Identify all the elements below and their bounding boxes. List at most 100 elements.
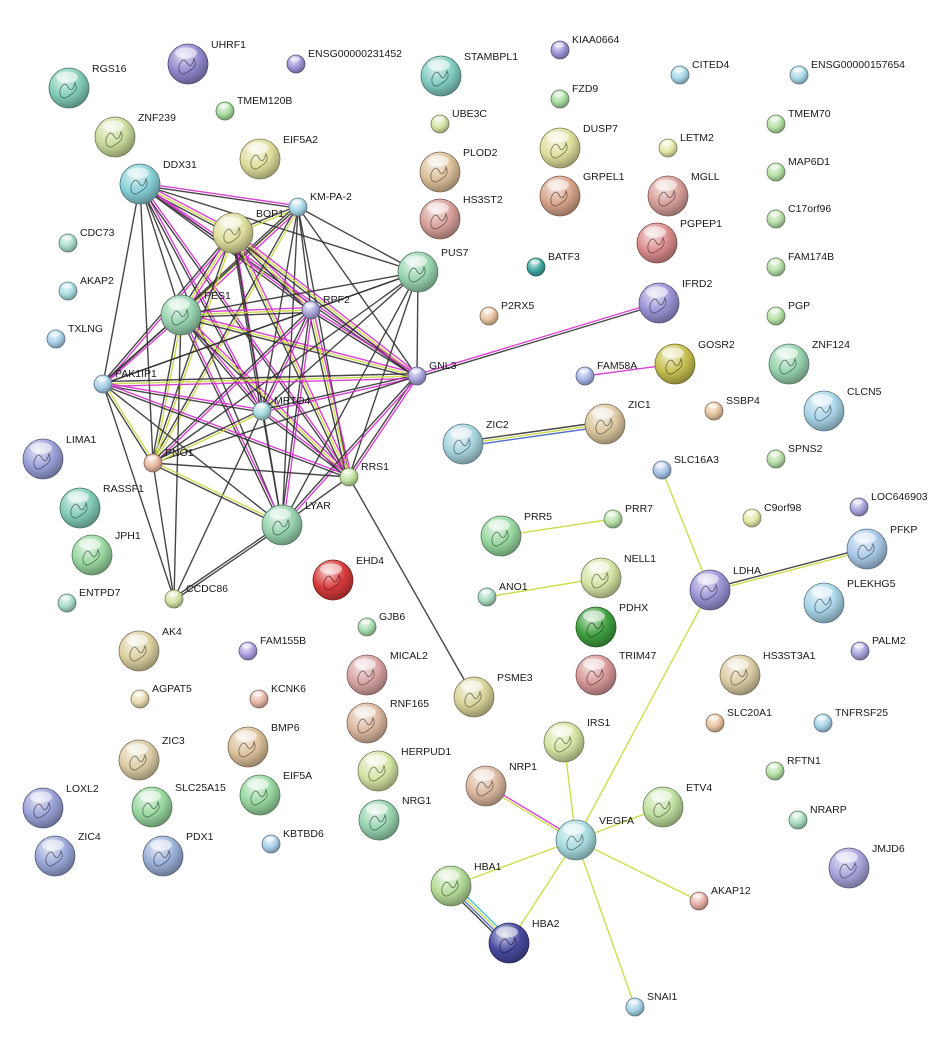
edge-PES1-GNL3[interactable] (180, 311, 418, 380)
node-pak1ip1[interactable]: PAK1IP1 (93, 368, 157, 394)
node-gjb6[interactable]: GJB6 (357, 611, 405, 637)
node-pdhx[interactable]: PDHX (575, 602, 648, 648)
node-map6d1[interactable]: MAP6D1 (766, 156, 830, 182)
node-slc20a1[interactable]: SLC20A1 (705, 707, 772, 733)
node-hba2[interactable]: HBA2 (488, 918, 560, 964)
node-bop1[interactable]: BOP1 (212, 208, 284, 254)
edge-HBA1-VEGFA[interactable] (450, 839, 577, 887)
node-gosr2[interactable]: GOSR2 (654, 339, 735, 385)
node-tnfrsf25[interactable]: TNFRSF25 (813, 707, 888, 733)
node-jmjd6[interactable]: JMJD6 (828, 843, 905, 889)
node-ddx31[interactable]: DDX31 (119, 159, 197, 205)
edge-PUS7-PNO1[interactable] (152, 271, 419, 464)
edge-PES1-CCDC86[interactable] (173, 314, 182, 600)
node-slc16a3[interactable]: SLC16A3 (652, 454, 719, 480)
node-loc646903[interactable]: LOC646903 (849, 491, 928, 517)
edge-GNL3-PNO1[interactable] (152, 375, 418, 464)
node-mical2[interactable]: MICAL2 (346, 650, 428, 696)
node-lyar[interactable]: LYAR (261, 500, 331, 546)
node-zic3[interactable]: ZIC3 (118, 735, 185, 781)
node-etv4[interactable]: ETV4 (642, 782, 712, 828)
node-tmem70[interactable]: TMEM70 (766, 108, 831, 134)
edge-KM-PA-2-PUS7[interactable] (297, 206, 419, 273)
edge-RPF2-RRS1[interactable] (307, 309, 353, 478)
node-trim47[interactable]: TRIM47 (575, 650, 657, 696)
edge-RPF2-MRTO4[interactable] (260, 309, 313, 412)
node-nell1[interactable]: NELL1 (580, 553, 656, 599)
node-gnl3[interactable]: GNL3 (407, 360, 457, 386)
node-zic2[interactable]: ZIC2 (442, 419, 509, 465)
edge-PAK1IP1-RRS1[interactable] (102, 382, 350, 479)
edge-PAK1IP1-LYAR[interactable] (102, 383, 283, 526)
node-kbtbd6[interactable]: KBTBD6 (261, 828, 324, 854)
edge-RRS1-PSME3[interactable] (348, 476, 475, 698)
node-ifrd2[interactable]: IFRD2 (638, 278, 712, 324)
node-uhrf1[interactable]: UHRF1 (167, 39, 246, 85)
node-eif5a[interactable]: EIF5A (239, 770, 312, 816)
node-rrs1[interactable]: RRS1 (339, 461, 389, 487)
edge-SNAI1-VEGFA[interactable] (575, 839, 636, 1008)
edge-RPF2-LYAR[interactable] (280, 309, 313, 526)
edge-BOP1-PNO1[interactable] (151, 232, 235, 464)
node-cited4[interactable]: CITED4 (670, 59, 730, 85)
node-kiaa0664[interactable]: KIAA0664 (550, 34, 619, 60)
node-zic1[interactable]: ZIC1 (584, 399, 651, 445)
node-ldha[interactable]: LDHA (689, 565, 761, 611)
edge-PES1-PNO1[interactable] (151, 314, 183, 464)
node-vegfa[interactable]: VEGFA (555, 815, 634, 861)
node-nrarp[interactable]: NRARP (788, 804, 847, 830)
node-herpud1[interactable]: HERPUD1 (357, 746, 451, 792)
node-zic4[interactable]: ZIC4 (34, 831, 101, 877)
node-plekhg5[interactable]: PLEKHG5 (803, 578, 896, 624)
edge-PAK1IP1-MRTO4[interactable] (102, 382, 263, 413)
node-c9orf98[interactable]: C9orf98 (742, 502, 802, 528)
node-stambpl1[interactable]: STAMBPL1 (420, 51, 518, 97)
edge-PUS7-MRTO4[interactable] (261, 271, 419, 412)
edge-PNO1-CCDC86[interactable] (152, 462, 175, 600)
edge-PNO1-RRS1[interactable] (152, 462, 350, 478)
node-tmem120b[interactable]: TMEM120B (215, 95, 292, 121)
node-mgll[interactable]: MGLL (647, 171, 720, 217)
node-jph1[interactable]: JPH1 (71, 530, 141, 576)
edge-GNL3-LYAR[interactable] (280, 374, 419, 527)
node-fzd9[interactable]: FZD9 (550, 83, 598, 109)
edge-AKAP12-VEGFA[interactable] (575, 839, 700, 902)
edge-GNL3-PAK1IP1[interactable] (102, 372, 418, 388)
node-palm2[interactable]: PALM2 (850, 635, 906, 661)
edge-MRTO4-CCDC86[interactable] (173, 410, 263, 600)
node-ano1[interactable]: ANO1 (477, 581, 528, 607)
edge-PNO1-LYAR[interactable] (152, 461, 283, 527)
node-eif5a2[interactable]: EIF5A2 (239, 134, 318, 180)
node-lima1[interactable]: LIMA1 (22, 434, 97, 480)
node-ccdc86[interactable]: CCDC86 (164, 583, 228, 609)
edge-LDHA-PFKP[interactable] (709, 547, 868, 592)
node-pdx1[interactable]: PDX1 (142, 831, 214, 877)
node-nrp1[interactable]: NRP1 (465, 761, 537, 807)
edge-DDX31-LYAR[interactable] (139, 183, 283, 526)
node-c17orf96[interactable]: C17orf96 (766, 203, 831, 229)
node-agpat5[interactable]: AGPAT5 (130, 683, 192, 709)
edge-DDX31-PES1[interactable] (139, 183, 182, 316)
node-dusp7[interactable]: DUSP7 (539, 123, 618, 169)
node-ak4[interactable]: AK4 (118, 626, 182, 672)
node-rnf165[interactable]: RNF165 (346, 698, 429, 744)
edge-DDX31-PAK1IP1[interactable] (102, 183, 141, 385)
edge-KM-PA-2-RPF2[interactable] (297, 206, 312, 311)
node-letm2[interactable]: LETM2 (658, 132, 714, 158)
node-rgs16[interactable]: RGS16 (48, 63, 127, 109)
node-fam58a[interactable]: FAM58A (575, 360, 637, 386)
edge-MRTO4-PNO1[interactable] (152, 409, 263, 465)
edge-DDX31-PNO1[interactable] (139, 183, 154, 464)
node-hs3st2[interactable]: HS3ST2 (419, 194, 503, 240)
node-pes1[interactable]: PES1 (160, 290, 231, 336)
node-psme3[interactable]: PSME3 (453, 672, 533, 718)
node-fam174b[interactable]: FAM174B (766, 251, 834, 277)
node-clcn5[interactable]: CLCN5 (803, 386, 882, 432)
node-grpel1[interactable]: GRPEL1 (539, 171, 625, 217)
node-ssbp4[interactable]: SSBP4 (704, 395, 760, 421)
node-plod2[interactable]: PLOD2 (419, 147, 498, 193)
node-mrto4[interactable]: MRTO4 (252, 395, 311, 421)
node-pgpep1[interactable]: PGPEP1 (636, 218, 722, 264)
node-ensg00000231452[interactable]: ENSG00000231452 (286, 48, 402, 74)
node-nrg1[interactable]: NRG1 (358, 795, 431, 841)
